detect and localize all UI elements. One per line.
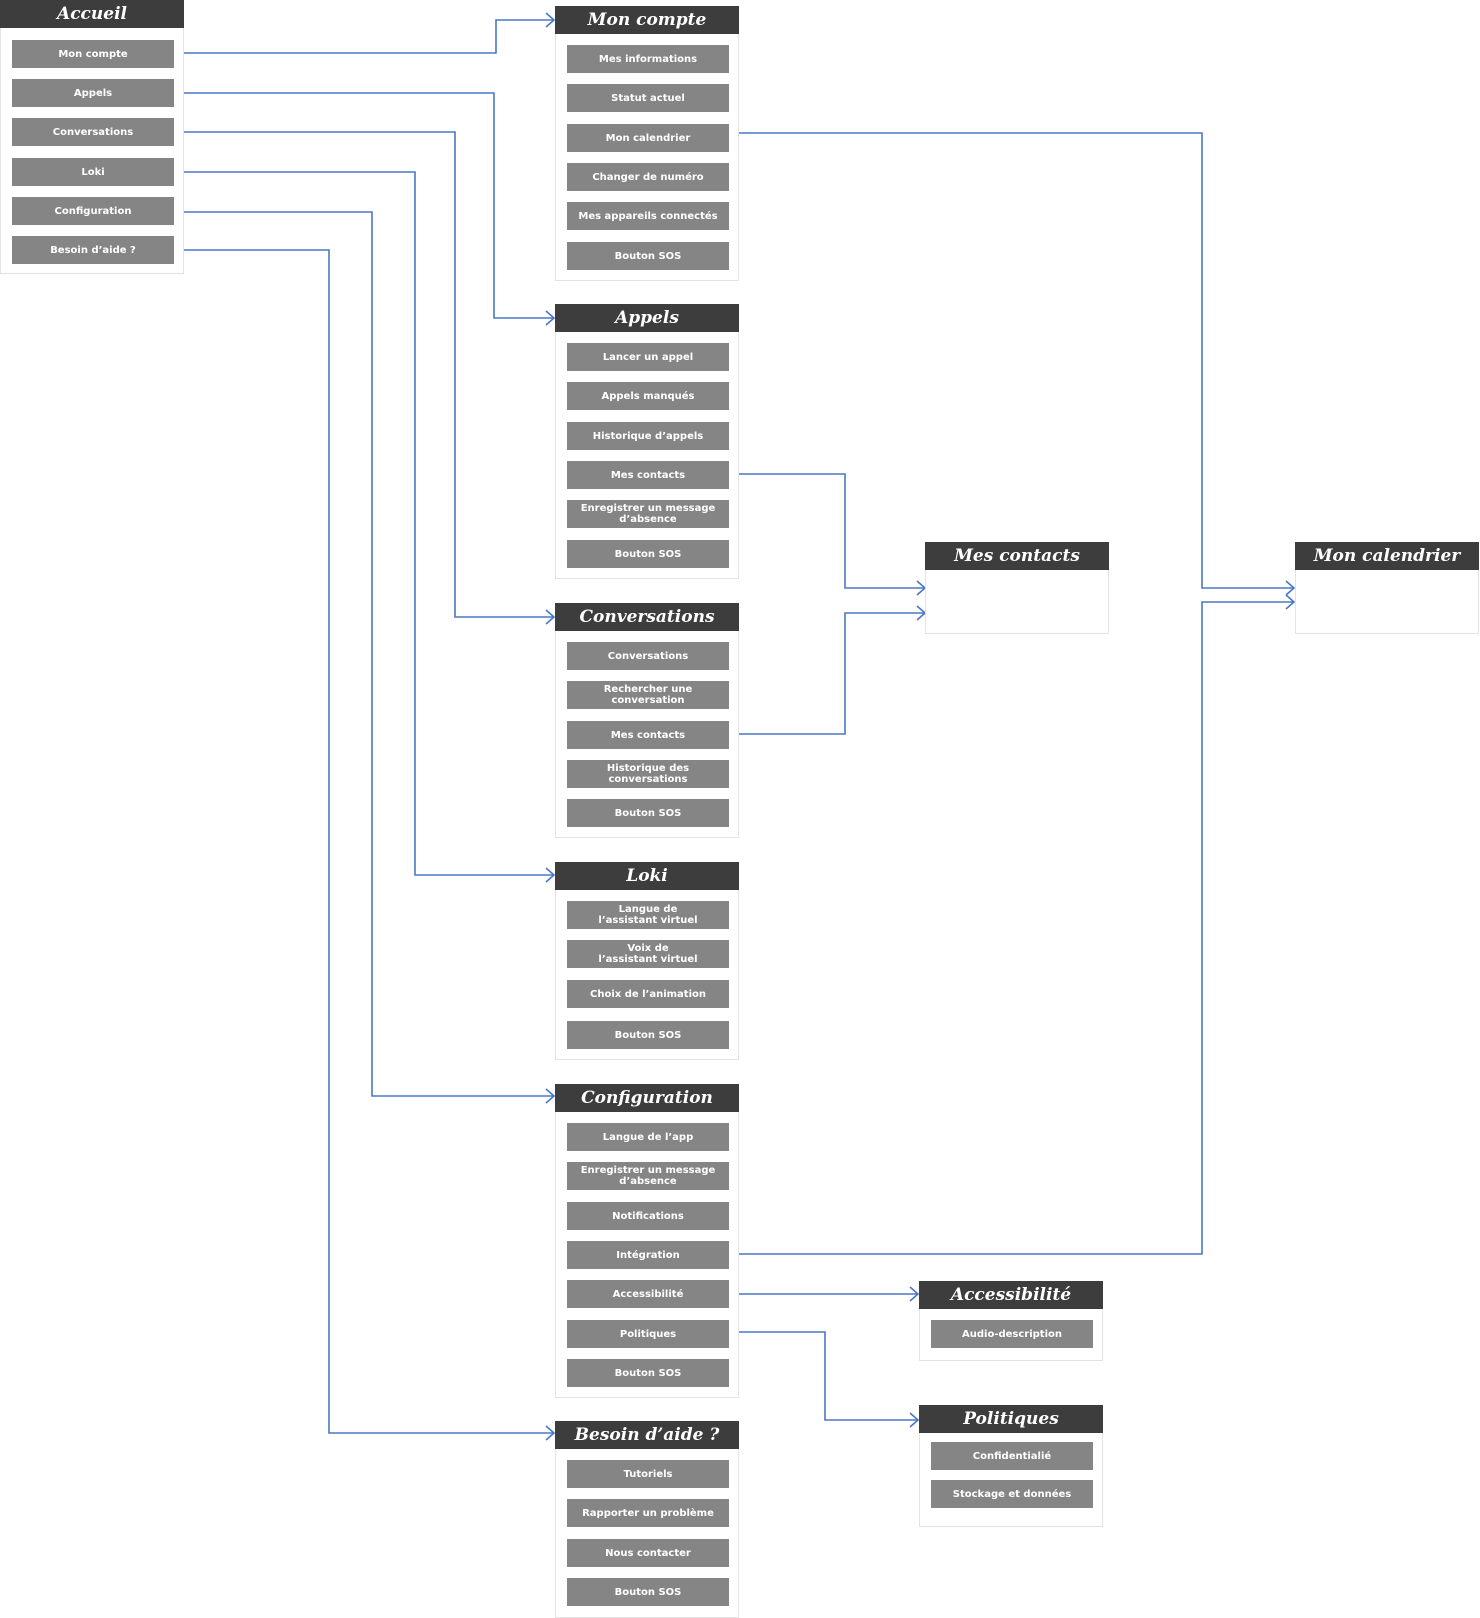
panel-title-accueil: Accueil — [0, 0, 184, 28]
connector-conversations-mes-contacts — [728, 612, 925, 735]
panel-mon-calendrier: Mon calendrier — [1295, 542, 1479, 634]
menu-item-tutoriels[interactable]: Tutoriels — [567, 1460, 729, 1488]
menu-item-politiques[interactable]: Politiques — [567, 1320, 729, 1348]
connector-accueil-conversations — [173, 131, 554, 618]
connector-accueil-loki — [173, 171, 554, 876]
menu-item-statut-actuel[interactable]: Statut actuel — [567, 84, 729, 112]
panel-title-accessibilite: Accessibilité — [919, 1281, 1103, 1309]
panel-accueil: Accueil Mon compte Appels Conversations … — [0, 0, 184, 274]
menu-item-bouton-sos[interactable]: Bouton SOS — [567, 1021, 729, 1049]
panel-title-besoin-aide: Besoin d’aide ? — [555, 1421, 739, 1449]
arrowhead-icon — [909, 1286, 920, 1302]
menu-item-configuration[interactable]: Configuration — [12, 197, 174, 225]
connector-accueil-mon-compte — [173, 19, 554, 54]
panel-title-appels: Appels — [555, 304, 739, 332]
arrowhead-icon — [545, 867, 556, 883]
panel-appels: Appels Lancer un appel Appels manqués Hi… — [555, 304, 739, 579]
menu-item-mes-contacts[interactable]: Mes contacts — [567, 721, 729, 749]
panel-configuration: Configuration Langue de l’app Enregistre… — [555, 1084, 739, 1398]
menu-item-bouton-sos[interactable]: Bouton SOS — [567, 1578, 729, 1606]
menu-item-mes-informations[interactable]: Mes informations — [567, 45, 729, 73]
arrowhead-icon — [1285, 594, 1296, 610]
connector-accueil-besoin-aide — [173, 249, 554, 1434]
menu-item-message-absence[interactable]: Enregistrer un message d’absence — [567, 500, 729, 528]
menu-item-mon-calendrier[interactable]: Mon calendrier — [567, 124, 729, 152]
menu-item-bouton-sos[interactable]: Bouton SOS — [567, 799, 729, 827]
panel-loki: Loki Langue de l’assistant virtuel Voix … — [555, 862, 739, 1060]
panel-title-conversations: Conversations — [555, 603, 739, 631]
menu-item-mes-contacts[interactable]: Mes contacts — [567, 461, 729, 489]
menu-item-integration[interactable]: Intégration — [567, 1241, 729, 1269]
arrowhead-icon — [545, 609, 556, 625]
arrowhead-icon — [545, 310, 556, 326]
menu-item-changer-numero[interactable]: Changer de numéro — [567, 163, 729, 191]
menu-item-mon-compte[interactable]: Mon compte — [12, 40, 174, 68]
menu-item-stockage-donnees[interactable]: Stockage et données — [931, 1480, 1093, 1508]
menu-item-historique-appels[interactable]: Historique d’appels — [567, 422, 729, 450]
menu-item-rechercher-conversation[interactable]: Rechercher une conversation — [567, 681, 729, 709]
arrowhead-icon — [545, 1088, 556, 1104]
arrowhead-icon — [545, 1425, 556, 1441]
menu-item-choix-animation[interactable]: Choix de l’animation — [567, 980, 729, 1008]
menu-item-lancer-appel[interactable]: Lancer un appel — [567, 343, 729, 371]
menu-item-bouton-sos[interactable]: Bouton SOS — [567, 1359, 729, 1387]
menu-item-notifications[interactable]: Notifications — [567, 1202, 729, 1230]
panel-conversations: Conversations Conversations Rechercher u… — [555, 603, 739, 838]
menu-item-voix-assistant[interactable]: Voix de l’assistant virtuel — [567, 940, 729, 968]
menu-item-appareils-connectes[interactable]: Mes appareils connectés — [567, 202, 729, 230]
menu-item-historique-conversations[interactable]: Historique des conversations — [567, 760, 729, 788]
panel-title-mes-contacts: Mes contacts — [925, 542, 1109, 570]
panel-mes-contacts: Mes contacts — [925, 542, 1109, 634]
menu-item-nous-contacter[interactable]: Nous contacter — [567, 1539, 729, 1567]
menu-item-audio-description[interactable]: Audio-description — [931, 1320, 1093, 1348]
panel-title-configuration: Configuration — [555, 1084, 739, 1112]
menu-item-langue-assistant[interactable]: Langue de l’assistant virtuel — [567, 901, 729, 929]
menu-item-bouton-sos[interactable]: Bouton SOS — [567, 242, 729, 270]
menu-item-langue-app[interactable]: Langue de l’app — [567, 1123, 729, 1151]
panel-besoin-aide: Besoin d’aide ? Tutoriels Rapporter un p… — [555, 1421, 739, 1618]
arrowhead-icon — [545, 12, 556, 28]
connector-accueil-configuration — [173, 211, 554, 1097]
menu-item-loki[interactable]: Loki — [12, 158, 174, 186]
menu-item-message-absence[interactable]: Enregistrer un message d’absence — [567, 1162, 729, 1190]
panel-politiques: Politiques Confidentialié Stockage et do… — [919, 1405, 1103, 1527]
panel-mon-compte: Mon compte Mes informations Statut actue… — [555, 6, 739, 281]
menu-item-accessibilite[interactable]: Accessibilité — [567, 1280, 729, 1308]
connector-appels-mes-contacts — [728, 473, 925, 589]
menu-item-appels-manques[interactable]: Appels manqués — [567, 382, 729, 410]
connector-configuration-calendrier — [728, 601, 1294, 1255]
arrowhead-icon — [1285, 580, 1296, 596]
connector-mon-compte-calendrier — [728, 132, 1294, 589]
panel-title-mon-compte: Mon compte — [555, 6, 739, 34]
panel-title-mon-calendrier: Mon calendrier — [1295, 542, 1479, 570]
panel-title-loki: Loki — [555, 862, 739, 890]
panel-title-politiques: Politiques — [919, 1405, 1103, 1433]
menu-item-appels[interactable]: Appels — [12, 79, 174, 107]
connector-accueil-appels — [173, 92, 554, 319]
menu-item-confidentialite[interactable]: Confidentialié — [931, 1442, 1093, 1470]
menu-item-bouton-sos[interactable]: Bouton SOS — [567, 540, 729, 568]
connector-configuration-politiques — [728, 1331, 918, 1421]
menu-item-besoin-aide[interactable]: Besoin d’aide ? — [12, 236, 174, 264]
arrowhead-icon — [909, 1412, 920, 1428]
panel-accessibilite: Accessibilité Audio-description — [919, 1281, 1103, 1361]
menu-item-conversations[interactable]: Conversations — [12, 118, 174, 146]
menu-item-rapporter-probleme[interactable]: Rapporter un problème — [567, 1499, 729, 1527]
menu-item-conversations[interactable]: Conversations — [567, 642, 729, 670]
